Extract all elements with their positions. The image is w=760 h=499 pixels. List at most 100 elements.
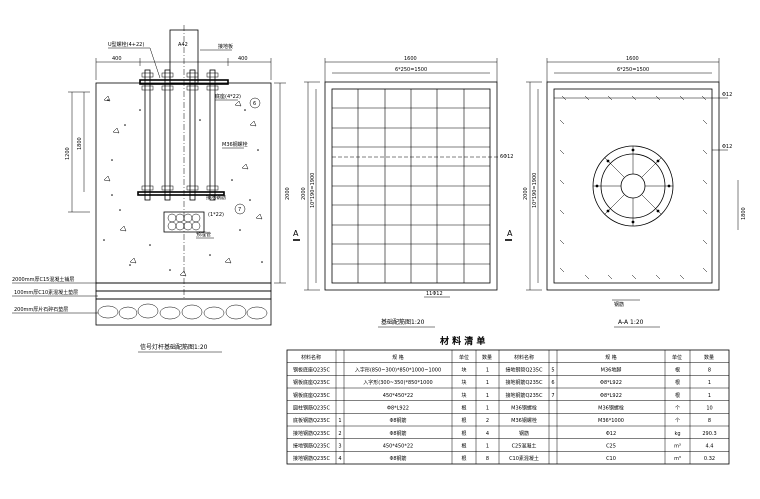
table-cell: Φ8钢筋 bbox=[389, 430, 406, 437]
table-cell: 10 bbox=[706, 406, 712, 412]
dim-top-left: 400 bbox=[112, 56, 122, 62]
table-cell: Φ8*L922 bbox=[387, 406, 409, 412]
table-cell: 接地钢管Q235C bbox=[506, 367, 543, 374]
table-cell: 7 bbox=[551, 393, 554, 399]
right-label-phi12-mid: Φ12 bbox=[722, 144, 732, 150]
right-section-view: 1600 6*250=1500 2000 10*190=1900 Φ12 Φ12… bbox=[523, 56, 747, 328]
concrete-layer-2 bbox=[95, 290, 272, 300]
concrete-triangles bbox=[103, 95, 263, 277]
pole-hole bbox=[620, 173, 646, 199]
table-cell: C25混凝土 bbox=[512, 443, 537, 450]
section-marker-right: A bbox=[507, 229, 513, 238]
base-plate bbox=[139, 79, 229, 85]
table-cell: 4 bbox=[338, 456, 341, 462]
table-cell: 5 bbox=[551, 368, 554, 374]
table-cell: 根 bbox=[675, 367, 680, 374]
stone-layer bbox=[95, 298, 272, 326]
table-cell: 接地钢筋Q235C bbox=[293, 443, 330, 450]
table-cell: 根 bbox=[461, 455, 466, 462]
table-cell: 入字形(300~350)*850*1000 bbox=[363, 379, 432, 386]
table-cell: 8 bbox=[708, 368, 711, 374]
table-cell: 接地钢筋Q235C bbox=[293, 455, 330, 462]
middle-view-title: 基础配筋图1:20 bbox=[381, 318, 425, 326]
table-cell: 块 bbox=[461, 367, 466, 374]
table-cell: 底板钢筋Q235C bbox=[293, 417, 330, 424]
table-header-cell: 单位 bbox=[459, 354, 469, 361]
table-cell: 2 bbox=[486, 418, 489, 424]
table-cell: 1 bbox=[708, 393, 711, 399]
table-cell: 根 bbox=[461, 443, 466, 450]
marker-6 bbox=[249, 97, 261, 109]
table-cell: 钢筋 bbox=[519, 430, 529, 437]
right-dim-left-inner: 10*190=1900 bbox=[532, 173, 538, 208]
table-cell: 3 bbox=[338, 444, 341, 450]
table-cell: m³ bbox=[674, 444, 681, 450]
table-cell: 接地钢筋Q235C bbox=[506, 379, 543, 386]
table-frame bbox=[286, 349, 730, 465]
marker-7 bbox=[234, 203, 246, 215]
table-cell: 8 bbox=[486, 456, 489, 462]
table-cell: m³ bbox=[674, 456, 681, 462]
table-cell: Φ8*L922 bbox=[600, 393, 622, 399]
table-cell: 1 bbox=[486, 393, 489, 399]
table-cell: 个 bbox=[675, 418, 680, 424]
table-cell: 0.32 bbox=[704, 456, 715, 462]
middle-dim-top-inner: 6*250=1500 bbox=[395, 67, 427, 73]
table-cell: 1 bbox=[486, 368, 489, 374]
perimeter-rebar-ticks bbox=[559, 95, 708, 280]
right-label-phi12-top: Φ12 bbox=[722, 92, 732, 98]
table-cell: 入字形(850~300)*850*1000~1000 bbox=[355, 367, 441, 374]
middle-dim-left-inner: 10*190=1900 bbox=[310, 173, 316, 208]
middle-outer-square bbox=[324, 81, 498, 291]
rebar-grid bbox=[332, 89, 490, 283]
table-cell: 接地钢筋Q235C bbox=[293, 430, 330, 437]
marker-7-label: 7 bbox=[238, 207, 241, 213]
middle-label-bottom: 11Φ12 bbox=[426, 291, 443, 297]
table-cell: 2 bbox=[338, 431, 341, 437]
table-cell: 根 bbox=[461, 430, 466, 437]
middle-dim-left-outer: 2000 bbox=[301, 187, 307, 200]
table-cell: 450*450*22 bbox=[383, 393, 413, 399]
table-cell: M36钢螺栓 bbox=[511, 405, 537, 412]
callout-base: 底座(4*22) bbox=[215, 93, 241, 100]
table-cell: 1 bbox=[486, 380, 489, 386]
callout-a42: A42 bbox=[178, 42, 188, 48]
table-cell: 1 bbox=[338, 418, 341, 424]
table-cell: kg bbox=[674, 431, 680, 437]
bolt-nuts bbox=[141, 72, 219, 191]
dim-top-right: 400 bbox=[238, 56, 248, 62]
concrete-layer-1 bbox=[95, 282, 272, 292]
layer-label-1: 2000mm厚C15混凝土铺层 bbox=[12, 276, 74, 283]
callout-u-bolt: U型螺栓(4+22) bbox=[108, 41, 144, 48]
table-title: 材 料 清 单 bbox=[439, 335, 485, 347]
table-cell: 根 bbox=[675, 379, 680, 386]
table-cell: M36*1000 bbox=[598, 418, 624, 424]
right-dim-top-inner: 6*250=1500 bbox=[617, 67, 649, 73]
table-cell: Φ12 bbox=[606, 431, 616, 437]
right-view-title: A-A 1:20 bbox=[618, 319, 644, 326]
right-label-bottom: 钢筋 bbox=[614, 301, 624, 308]
right-outer-square bbox=[546, 81, 720, 291]
layer-label-3: 200mm厚片石碎石垫层 bbox=[14, 306, 68, 313]
middle-plan-view: 1600 6*250=1500 2000 10*190=1900 6Φ12 11… bbox=[293, 56, 513, 328]
table-header-cell: 材料名称 bbox=[514, 354, 534, 361]
radial-bars bbox=[593, 146, 673, 226]
table-cell: C10 bbox=[606, 456, 616, 462]
table-cell: M36钢螺栓 bbox=[598, 405, 624, 412]
table-header-cell: 单位 bbox=[672, 354, 682, 361]
right-label-1800: 1800 bbox=[741, 207, 747, 220]
table-cell: Φ8钢筋 bbox=[389, 455, 406, 462]
callout-ground-bar: 接地钢筋 bbox=[206, 194, 226, 201]
right-inner-square bbox=[553, 88, 713, 284]
anchor-bolts bbox=[144, 69, 216, 201]
table-cell: 1 bbox=[486, 406, 489, 412]
left-view-title: 信号灯杆基础配筋图1:20 bbox=[140, 343, 208, 351]
table-cell: 钢板底座Q235C bbox=[293, 392, 330, 399]
callout-conduit: 预埋管 bbox=[196, 231, 211, 238]
dim-left-1800-label: 1800 bbox=[77, 137, 83, 150]
stone-pattern bbox=[97, 303, 268, 320]
concrete-hatching bbox=[103, 99, 263, 271]
table-cell: M36地脚 bbox=[601, 367, 622, 374]
